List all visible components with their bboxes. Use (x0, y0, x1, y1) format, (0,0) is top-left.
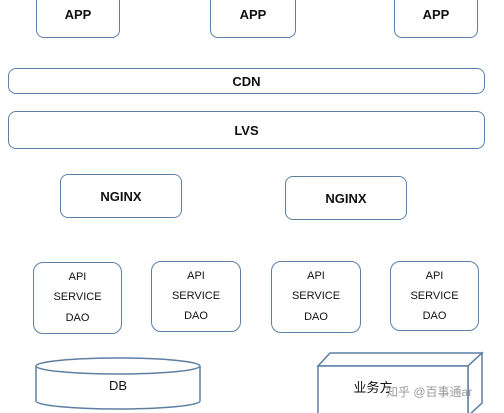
nginx-label-2: NGINX (325, 190, 367, 206)
business-label: 业务方 (353, 379, 393, 395)
app-label-2: APP (239, 6, 267, 22)
cdn-box: CDN (8, 68, 485, 94)
service-label-1: SERVICE (53, 291, 102, 304)
service-label-2: SERVICE (171, 289, 221, 302)
lvs-box: LVS (8, 111, 485, 149)
service-box-3: API SERVICE DAO (271, 261, 361, 333)
dao-label-4: DAO (422, 309, 447, 322)
app-box-1: APP (36, 0, 120, 38)
dao-label-2: DAO (184, 310, 208, 323)
app-label-1: APP (64, 6, 92, 22)
dao-label-3: DAO (304, 311, 328, 324)
watermark: 知乎 @百事通ar (386, 385, 473, 399)
db-cylinder (35, 357, 201, 410)
api-label-3: API (307, 269, 325, 282)
business-box-3d (316, 351, 484, 413)
service-label-4: SERVICE (410, 289, 459, 302)
nginx-box-1: NGINX (60, 174, 182, 218)
lvs-label: LVS (234, 122, 259, 138)
service-box-2: API SERVICE DAO (151, 261, 241, 332)
cdn-label: CDN (232, 73, 261, 89)
api-label-4: API (425, 269, 444, 282)
api-label-1: API (68, 270, 87, 283)
service-box-1: API SERVICE DAO (33, 262, 122, 334)
app-label-3: APP (422, 6, 450, 22)
api-label-2: API (187, 269, 205, 282)
nginx-label-1: NGINX (100, 188, 142, 204)
app-box-3: APP (394, 0, 478, 38)
service-box-4: API SERVICE DAO (390, 261, 479, 331)
nginx-box-2: NGINX (285, 176, 407, 220)
app-box-2: APP (210, 0, 296, 38)
dao-label-1: DAO (65, 312, 90, 325)
service-label-3: SERVICE (291, 290, 341, 303)
db-label: DB (108, 377, 128, 393)
